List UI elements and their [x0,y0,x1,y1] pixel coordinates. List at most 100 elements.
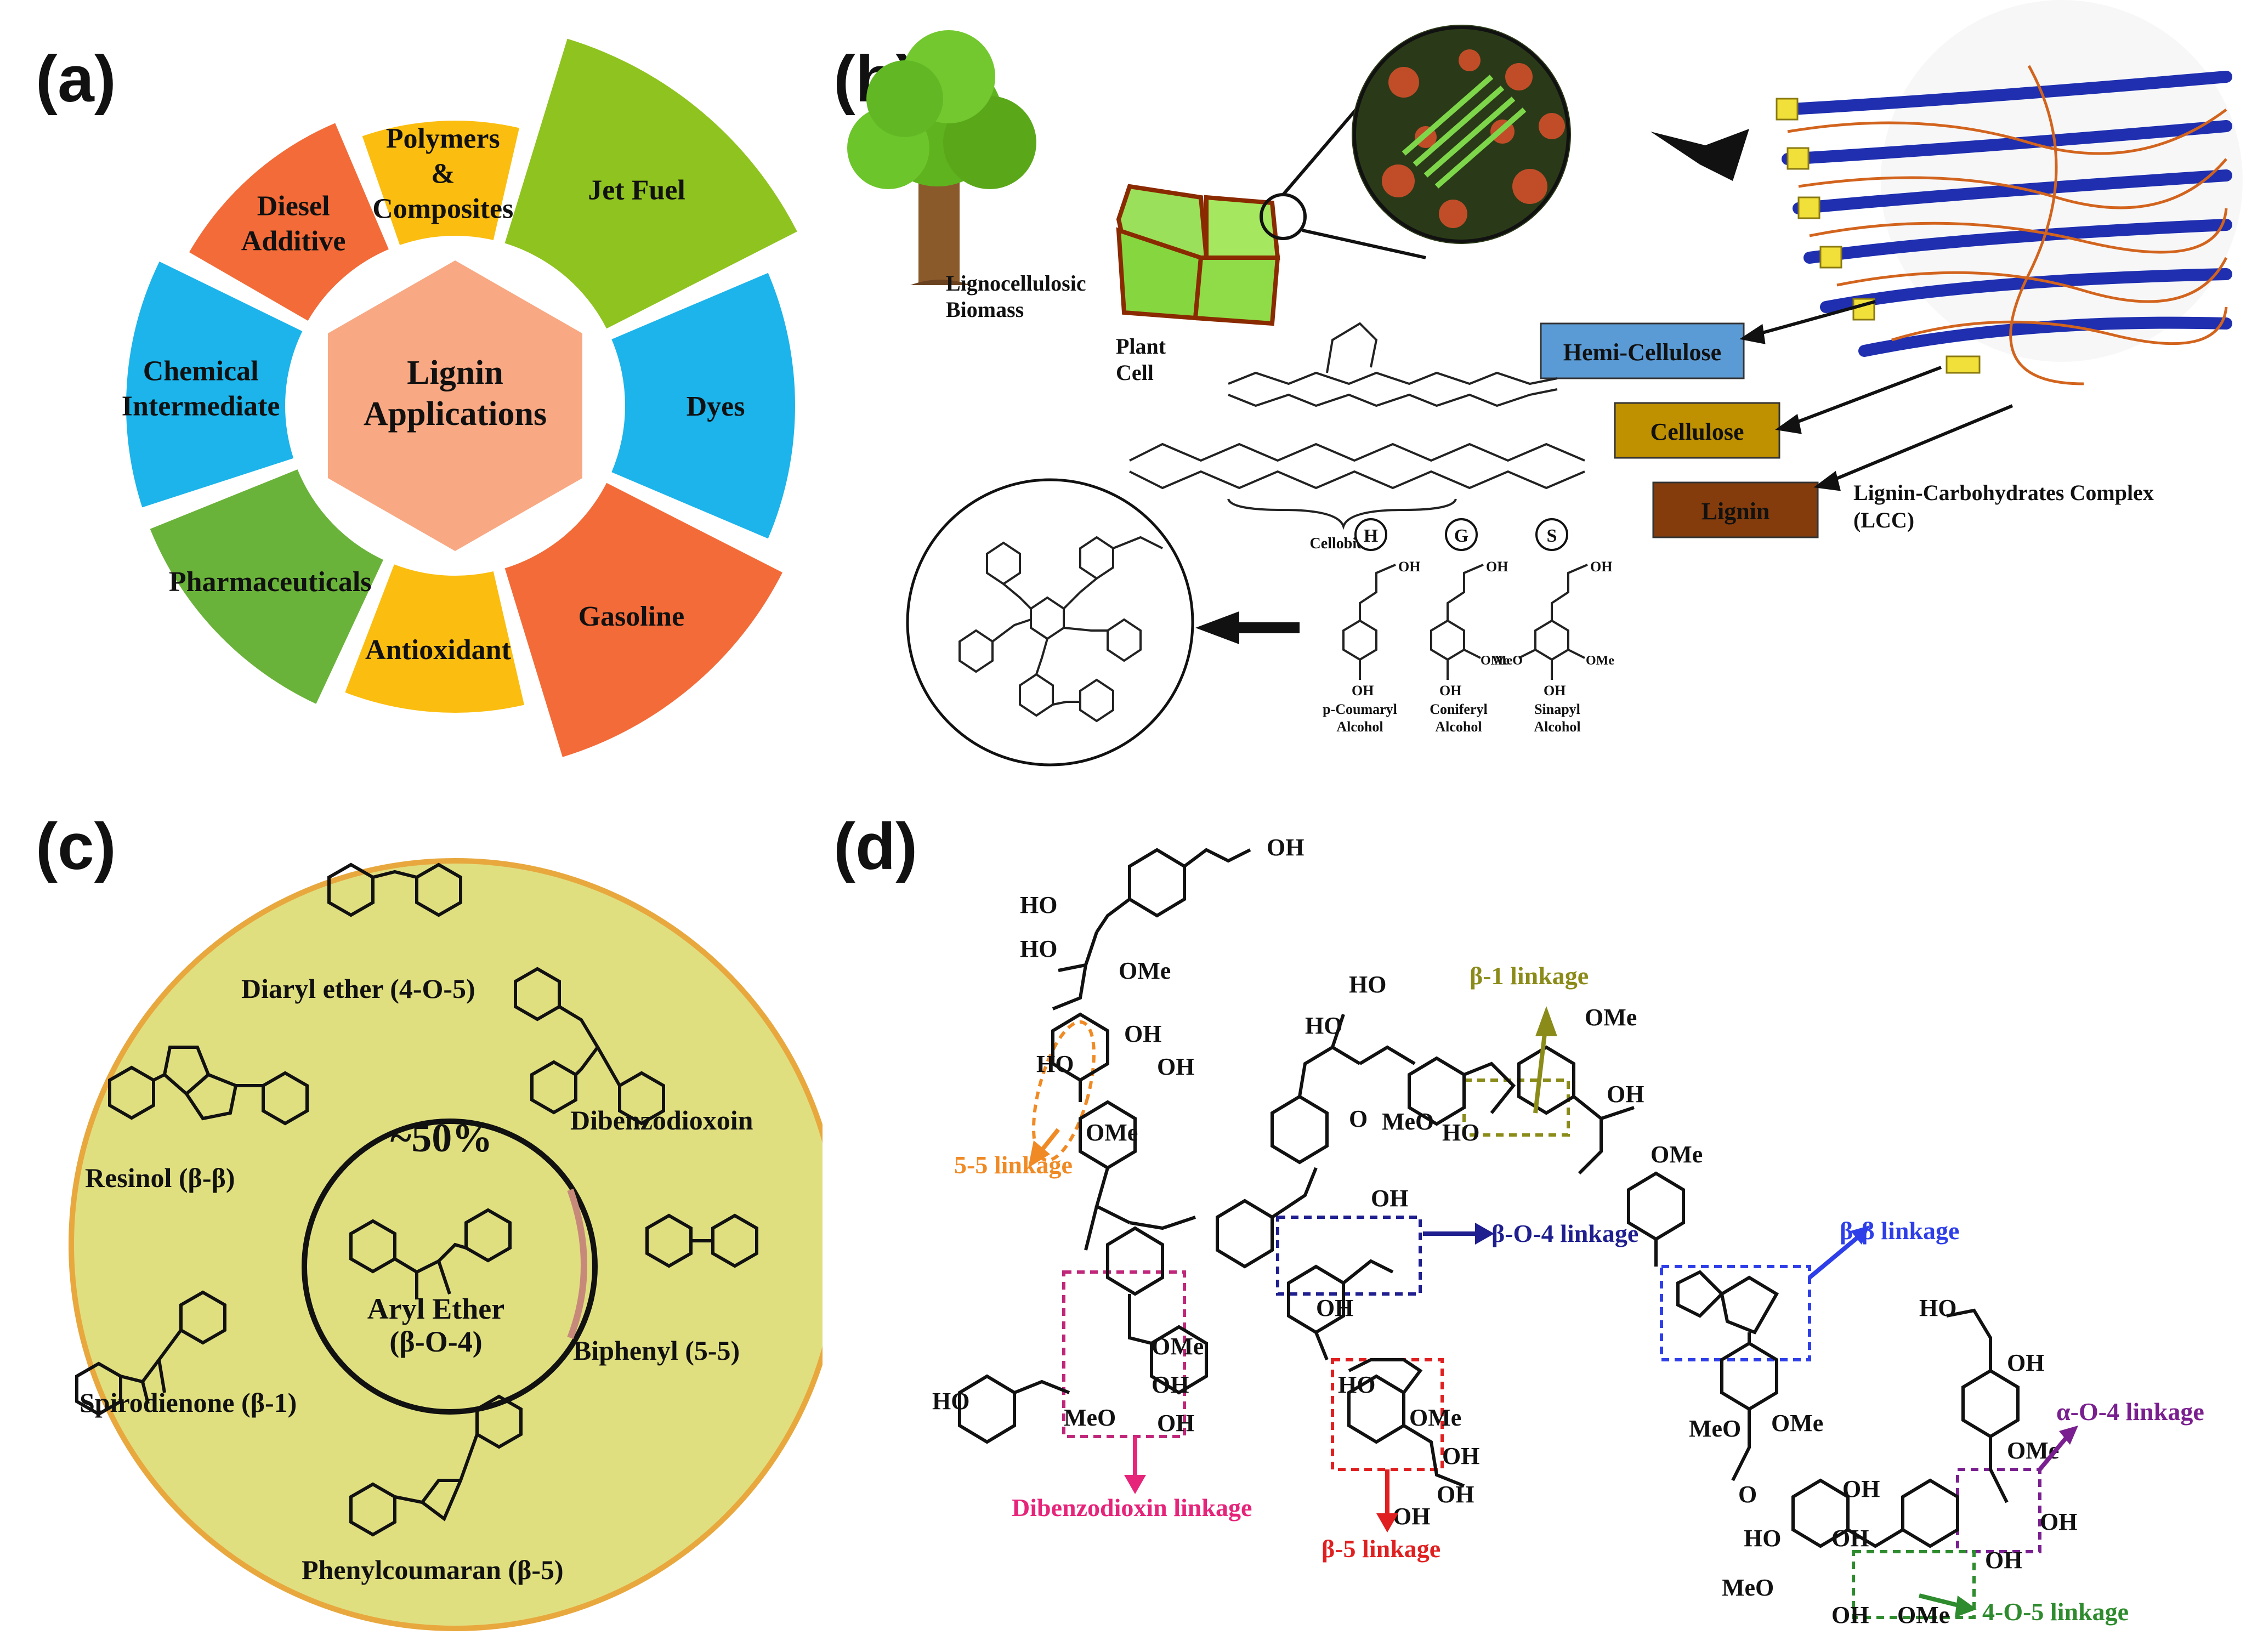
monomer-tag-h: H [1364,526,1378,546]
svg-text:OH: OH [1371,1185,1408,1212]
monomer-name-g-2: Alcohol [1435,719,1482,735]
svg-text:OMe: OMe [1897,1602,1949,1628]
svg-text:HO: HO [1020,935,1057,962]
svg-text:OH: OH [1842,1475,1880,1502]
monomer-name-s-2: Alcohol [1534,719,1580,735]
panel-a-label: (a) [36,42,116,116]
label-alpha-o-4: α-O-4 linkage [2056,1398,2204,1426]
wheel-segment-label: Additive [241,226,346,257]
svg-text:HO: HO [932,1388,969,1415]
linkage-phenylcoumaran: Phenylcoumaran (β-5) [302,1554,564,1585]
linkage-dibenzodioxoin: Dibenzodioxoin [570,1105,753,1136]
svg-text:OH: OH [1831,1602,1869,1628]
wheel-segment-label: Jet Fuel [588,174,685,206]
linkage-spirodienone: Spirodienone (β-1) [80,1387,297,1418]
lignin-label: Lignin [1701,498,1770,525]
wheel-segment [504,482,782,757]
lcc-line2: (LCC) [1853,508,1914,532]
biomass-line1: Lignocellulosic [946,271,1086,296]
cellulose-structure [1129,442,1585,530]
linkage-structures [75,862,758,1537]
lcc-line1: Lignin-Carbohydrates Complex [1853,480,2154,505]
monomer-tag-s: S [1547,526,1557,546]
monomer-oh-s: OH [1590,559,1612,575]
label-beta-o-4: β-O-4 linkage [1491,1219,1638,1247]
linkage-diaryl-ether: Diaryl ether (4-O-5) [241,973,475,1004]
svg-text:HO: HO [1744,1525,1781,1552]
wheel-segment-label: Diesel [257,191,330,222]
wheel-segment-label: Antioxidant [365,634,512,666]
svg-text:OH: OH [1393,1503,1430,1530]
monomer-name-g-1: Coniferyl [1430,701,1487,717]
tree-icon [847,30,1036,285]
svg-text:OMe: OMe [1086,1119,1138,1146]
lignin-network [906,478,1194,767]
svg-text:OH: OH [1157,1053,1194,1080]
monomer-oh-g: OH [1486,559,1508,575]
svg-text:O: O [1738,1481,1757,1508]
svg-text:HO: HO [1349,971,1386,998]
center-ring [302,1119,598,1415]
lcc-fibril-illustration [1776,0,2243,385]
wheel-segment [189,123,389,321]
panel-d-label: (d) [833,810,917,883]
component-pointer-arrows [1739,300,2014,491]
panel-d: (d) [833,810,2204,1628]
hemicellulose-box [1540,322,1745,379]
lignin-box [1652,481,1819,538]
panel-c-label: (c) [36,810,116,883]
panel-c: (c) [36,810,823,1631]
svg-text:HO: HO [1919,1295,1956,1321]
aryl-ether-line2: (β-O-4) [389,1325,482,1358]
micrograph-icon [1352,25,1571,244]
lignin-skeleton [958,848,2020,1548]
hemicellulose-label: Hemi-Cellulose [1563,339,1721,366]
wheel-segment-label: Composites [372,194,513,225]
linkage-biphenyl: Biphenyl (5-5) [573,1335,740,1366]
biomass-line2: Biomass [946,297,1024,322]
monomer-oh-h: OH [1398,559,1420,575]
panel-b: (b) Lignocellulosic Biomass Plant Cell [833,0,2243,767]
monomer-ome-s: OMe [1586,654,1614,668]
monomer-ome-g: OMe [1481,654,1509,668]
monomer-phenol-g: OH [1439,683,1461,699]
wheel-segment-label: Dyes [687,391,745,422]
panel-a: (a) Lignin Applications DieselAdditivePo… [36,38,797,757]
svg-text:OH: OH [1985,1547,2022,1574]
svg-text:HO: HO [1020,892,1057,918]
wheel-segment-label: Pharmaceuticals [169,566,372,598]
svg-text:OH: OH [1124,1020,1161,1047]
svg-text:OMe: OMe [1771,1410,1823,1437]
svg-text:MeO: MeO [1722,1574,1774,1601]
svg-text:OMe: OMe [1585,1004,1637,1031]
linkage-highlight-boxes [1032,1020,2041,1619]
label-4-o-5: 4-O-5 linkage [1982,1598,2129,1626]
svg-text:OH: OH [1831,1525,1869,1552]
hemicellulose-structure [1228,322,1558,407]
center-title-line1: Lignin [407,354,503,391]
svg-text:OH: OH [2007,1349,2044,1376]
monomer-phenol-s: OH [1544,683,1566,699]
wheel-segment-label: & [431,158,455,190]
applications-wheel [126,38,797,757]
atom-labels: OH HO HO OMe OH HO OH OMe HO HO O OMe Me… [932,834,2077,1628]
monomer-tag-g: G [1454,526,1468,546]
aryl-ether-percent: ~50% [390,1116,492,1161]
wheel-segment-label: Chemical [143,356,259,387]
svg-text:OMe: OMe [1409,1404,1461,1431]
cellulose-label: Cellulose [1650,418,1744,445]
svg-text:OH: OH [1607,1081,1644,1108]
svg-text:HO: HO [1036,1051,1074,1077]
svg-text:OH: OH [1157,1410,1194,1437]
svg-text:OH: OH [1152,1371,1189,1398]
monomer-structures [1342,518,1588,680]
label-beta-5: β-5 linkage [1321,1535,1440,1563]
wheel-segment [362,120,519,245]
svg-text:OMe: OMe [1152,1333,1204,1360]
svg-text:OH: OH [2040,1508,2077,1535]
label-dibenzodioxin: Dibenzodioxin linkage [1012,1494,1252,1522]
svg-text:OH: OH [1437,1481,1474,1508]
arrow-to-network [1195,611,1300,644]
monomer-name-s-1: Sinapyl [1534,701,1580,717]
aryl-ether-line1: Aryl Ether [367,1292,504,1325]
